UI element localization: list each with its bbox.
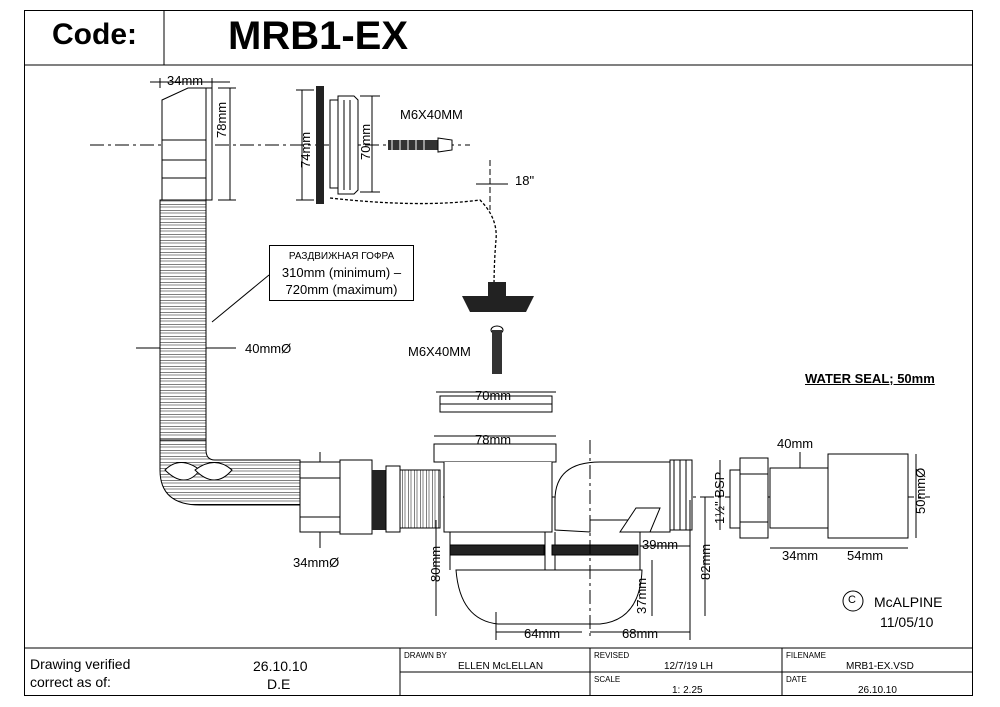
dim-label-64mm: 64mm <box>524 626 561 641</box>
dim-label-39mm: 39mm <box>642 537 679 552</box>
overflow-head-side <box>161 87 213 201</box>
dim-78mm-left <box>218 87 236 201</box>
note-leader <box>211 274 270 323</box>
date-label: DATE <box>786 675 807 684</box>
revised-value: 12/7/19 LH <box>664 661 713 672</box>
dim-label-37mm: 37mm <box>634 577 649 614</box>
dim-18in <box>476 160 508 210</box>
dims-vertical <box>434 391 706 640</box>
verified-label-1: Drawing verified <box>30 656 131 672</box>
copyright-circle <box>842 590 864 612</box>
connector-nut-left <box>299 459 441 535</box>
drawn-by-value: ELLEN McLELLAN <box>458 661 544 672</box>
screw-top <box>388 137 453 153</box>
hose-note-line2: 310mm (minimum) – <box>281 265 402 280</box>
scale-label: SCALE <box>594 675 621 684</box>
dim-label-bsp: 1½" BSP <box>712 471 727 524</box>
verified-label-2: correct as of: <box>30 674 111 690</box>
dim-label-80mm: 80mm <box>428 545 443 582</box>
brand-name: McALPINE <box>874 594 943 610</box>
chain <box>329 197 497 291</box>
dim-label-chain: 18" <box>515 173 535 188</box>
filename-value: MRB1-EX.VSD <box>846 661 914 672</box>
copyright-symbol: C <box>848 594 856 606</box>
dim-label-54mm: 54mm <box>847 548 884 563</box>
code-label: Code: <box>52 18 137 51</box>
verified-by: D.E <box>267 676 291 692</box>
dim-label-68mm: 68mm <box>622 626 659 641</box>
dim-label-screw-top: M6X40MM <box>400 107 463 122</box>
waste-body <box>433 395 693 625</box>
dim-label-70mm-waste: 70mm <box>475 388 512 403</box>
dim-label-34mm-right: 34mm <box>782 548 819 563</box>
hose-twist <box>164 462 233 481</box>
verified-date: 26.10.10 <box>253 658 308 674</box>
overflow-plate <box>316 86 359 204</box>
dim-label-74mm: 74mm <box>298 131 313 168</box>
dim-label-40mm: 40mm <box>777 436 814 451</box>
product-code: MRB1-EX <box>228 14 409 58</box>
dim-label-78mm-waste: 78mm <box>475 432 512 447</box>
hose-note: РАЗДВИЖНАЯ ГОФРА 310mm (minimum) – 720mm… <box>269 245 414 301</box>
dim-label-50mm-dia: 50mmØ <box>913 467 928 514</box>
dim-label-78mm: 78mm <box>214 101 229 138</box>
scale-value: 1: 2.25 <box>672 685 703 696</box>
water-seal-label: WATER SEAL; 50mm <box>805 371 935 386</box>
brand-date: 11/05/10 <box>880 614 934 630</box>
dims-right <box>640 452 917 549</box>
dim-34mm-top <box>150 78 230 88</box>
header-lines <box>24 10 973 66</box>
date-value: 26.10.10 <box>858 685 897 696</box>
dim-label-82mm: 82mm <box>698 543 713 580</box>
connector-nut-right <box>729 453 909 539</box>
dim-70mm-plate <box>360 95 380 193</box>
hose-note-line3: 720mm (maximum) <box>285 282 398 297</box>
dim-label-screw-bottom: M6X40MM <box>408 344 471 359</box>
plug <box>462 282 534 374</box>
title-block-lines <box>24 647 973 696</box>
drawing-frame <box>24 10 973 696</box>
hose-note-line1: РАЗДВИЖНАЯ ГОФРА <box>288 251 395 262</box>
dim-label-70mm-plate: 70mm <box>358 123 373 160</box>
filename-label: FILENAME <box>786 651 827 660</box>
dim-label-34mm-top: 34mm <box>167 73 204 88</box>
corrugated-hose-vertical <box>159 199 207 471</box>
revised-label: REVISED <box>594 651 630 660</box>
dim-label-hose-dia: 40mmØ <box>245 341 292 356</box>
drawn-by-label: DRAWN BY <box>404 651 447 660</box>
dim-74mm <box>296 89 314 201</box>
dim-label-34mm-dia: 34mmØ <box>293 555 340 570</box>
